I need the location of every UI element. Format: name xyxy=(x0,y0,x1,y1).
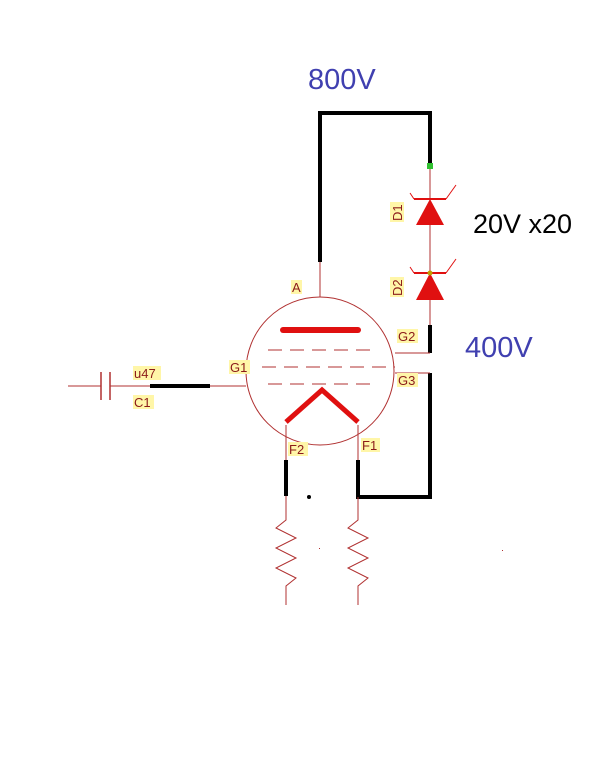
diode-label-d2: D2 xyxy=(390,279,405,296)
capacitor-label: C1 xyxy=(134,395,151,410)
stray-dot xyxy=(319,548,320,549)
stray-dot xyxy=(502,550,503,551)
wire-800v-supply xyxy=(318,111,432,262)
diode-terminal xyxy=(427,163,433,169)
label-bg xyxy=(291,280,302,294)
zener-diode-d2 xyxy=(409,258,457,300)
label-bg xyxy=(390,202,404,222)
resistor-f1 xyxy=(346,497,370,605)
voltage-label-800v: 800V xyxy=(308,64,376,96)
resistor-f2 xyxy=(274,496,298,605)
capacitor-value-label: u47 xyxy=(134,366,156,381)
filament xyxy=(284,386,360,424)
label-bg xyxy=(397,329,418,343)
wire-g3-f1 xyxy=(356,373,432,499)
pin-label-g1: G1 xyxy=(230,360,247,375)
capacitor-c1 xyxy=(68,372,150,400)
label-bg xyxy=(133,366,161,380)
label-bg xyxy=(229,360,250,374)
pin-label-g2: G2 xyxy=(398,329,415,344)
pin-label-anode: A xyxy=(292,280,301,295)
pin-label-f2: F2 xyxy=(289,442,304,457)
diode-label-d1: D1 xyxy=(390,204,405,221)
zener-diode-d1 xyxy=(409,184,457,225)
tube-envelope xyxy=(245,296,395,446)
label-bg xyxy=(133,395,154,409)
label-bg xyxy=(361,438,380,452)
junction-dot xyxy=(307,495,311,499)
label-bg xyxy=(288,442,308,456)
zener-note: 20V x20 xyxy=(473,209,572,239)
pin-label-f1: F1 xyxy=(362,438,377,453)
voltage-label-400v: 400V xyxy=(465,332,533,364)
label-bg xyxy=(397,373,418,387)
pin-label-g3: G3 xyxy=(398,373,415,388)
label-bg xyxy=(390,277,404,297)
